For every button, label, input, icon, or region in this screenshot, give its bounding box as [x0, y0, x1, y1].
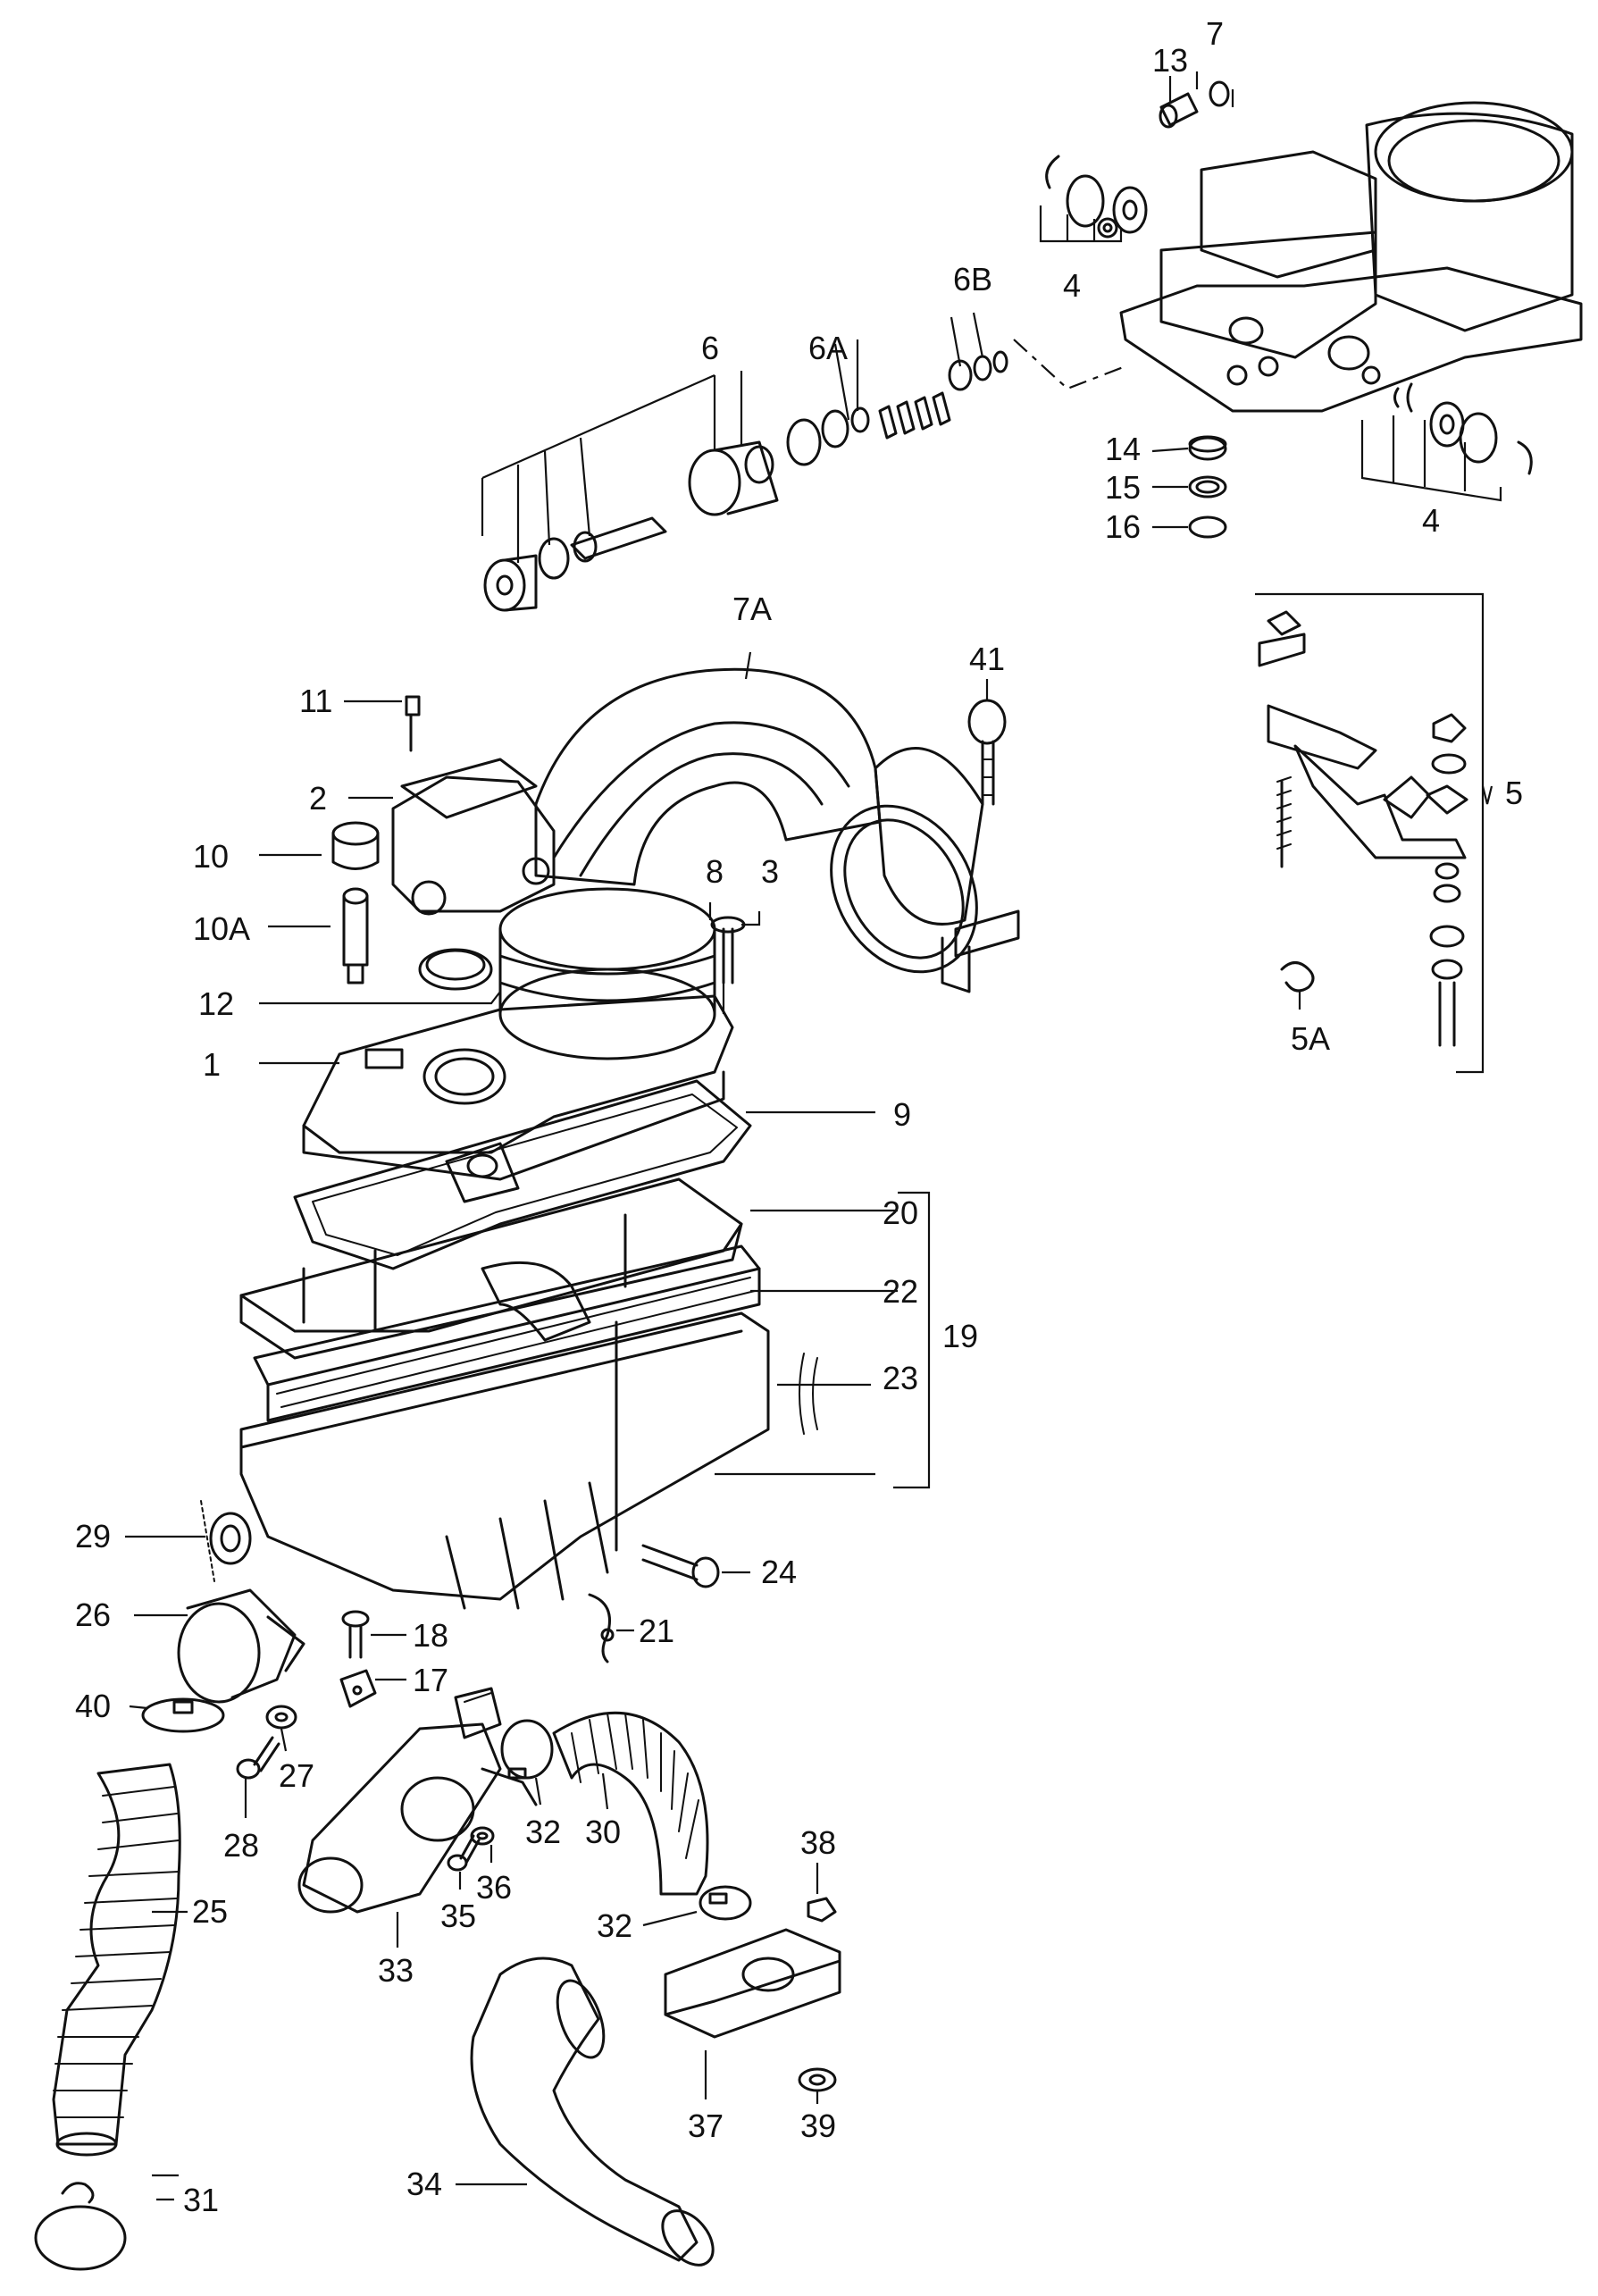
air-filter-upper-housing: [302, 994, 734, 1203]
bearing-set-lower: [1361, 365, 1533, 475]
bracket-17: [339, 1669, 377, 1708]
callout-24: 24: [761, 1554, 797, 1590]
callout-34: 34: [406, 2166, 442, 2202]
callout-labels: 1 2 3 4 4 5 5A 6 6A 6B 7 7A 8 9 10 10A 1…: [75, 15, 1523, 2218]
callout-1: 1: [203, 1046, 221, 1083]
callout-5A: 5A: [1291, 1020, 1330, 1057]
callout-6B: 6B: [953, 261, 992, 297]
valve-assembly: [297, 1687, 538, 1914]
leader-lines: [125, 71, 1502, 2201]
callout-39: 39: [800, 2107, 836, 2144]
intake-pipe-34: [470, 1957, 715, 2267]
callout-15: 15: [1105, 469, 1141, 506]
callout-5: 5: [1505, 775, 1523, 811]
callout-18: 18: [413, 1617, 448, 1654]
grommet: [200, 1500, 252, 1582]
intake-elbow: [177, 1588, 305, 1704]
callout-8: 8: [706, 853, 724, 890]
callout-32-upper: 32: [525, 1814, 561, 1850]
cap-41: [967, 699, 1007, 806]
hose-clamp-32-lower: [699, 1885, 752, 1921]
screw-18: [341, 1610, 370, 1659]
washer-36: [470, 1826, 495, 1846]
corrugated-hose-25: [52, 1763, 181, 2157]
callout-10A: 10A: [193, 910, 250, 947]
callout-22: 22: [883, 1273, 918, 1310]
washer-39: [798, 2067, 837, 2092]
callout-11: 11: [299, 683, 332, 719]
callout-38: 38: [800, 1824, 836, 1861]
washer-27: [265, 1705, 297, 1730]
callout-4-upper: 4: [1063, 267, 1081, 304]
callout-14: 14: [1105, 431, 1141, 467]
intake-hose: [534, 667, 1020, 993]
gasket: [293, 1079, 752, 1270]
callout-3: 3: [761, 853, 779, 890]
clip: [588, 1593, 615, 1663]
callout-41: 41: [969, 641, 1005, 677]
callout-2: 2: [309, 780, 327, 817]
callout-6A: 6A: [808, 330, 848, 366]
retaining-hook: [34, 2182, 127, 2271]
callout-30: 30: [585, 1814, 621, 1850]
callout-4-lower: 4: [1422, 502, 1440, 539]
callout-40: 40: [75, 1688, 111, 1724]
callout-12: 12: [198, 985, 234, 1022]
air-filter-lower-housing: [239, 1311, 818, 1610]
filter-element: [253, 1244, 761, 1422]
callout-27: 27: [279, 1757, 314, 1794]
callout-6: 6: [701, 330, 719, 366]
callout-17: 17: [413, 1662, 448, 1698]
mounting-bracket-37: [664, 1928, 841, 2039]
hose-clamp-32-upper: [500, 1719, 554, 1780]
callout-7A: 7A: [732, 591, 772, 627]
throttle-body-top: [1119, 101, 1583, 413]
hose-clamp-40: [141, 1697, 225, 1733]
callout-32-lower: 32: [597, 1907, 632, 1944]
callout-13: 13: [1152, 42, 1188, 79]
callout-31: 31: [183, 2182, 219, 2218]
callout-28: 28: [223, 1827, 259, 1864]
callout-36: 36: [476, 1869, 512, 1906]
callout-37: 37: [688, 2107, 724, 2144]
callout-23: 23: [883, 1360, 918, 1396]
callout-10: 10: [193, 838, 229, 875]
seal-ring-and-sleeve: [418, 887, 746, 1060]
corrugated-hose-30: [552, 1711, 709, 1896]
bearing-set-upper: [1045, 155, 1148, 239]
callout-9: 9: [893, 1096, 911, 1133]
clip-5A: [1280, 961, 1315, 993]
screw-and-washer-top: [1159, 80, 1230, 129]
callout-21: 21: [639, 1613, 674, 1649]
bracket-assembly-5: [1258, 610, 1468, 1047]
nut-38: [807, 1897, 837, 1923]
callout-29: 29: [75, 1518, 111, 1554]
seals-14-16: [1188, 435, 1227, 539]
callout-19: 19: [942, 1318, 978, 1354]
shaft-assembly: [483, 350, 1008, 612]
callout-20: 20: [883, 1194, 918, 1231]
throttle-valve-housing: [331, 695, 556, 985]
callout-35: 35: [440, 1898, 476, 1934]
callout-7: 7: [1206, 15, 1224, 52]
callout-16: 16: [1105, 508, 1141, 545]
bolt-long: [615, 1320, 720, 1588]
screw-28: [236, 1736, 280, 1780]
callout-25: 25: [192, 1893, 228, 1930]
callout-33: 33: [378, 1952, 414, 1989]
callout-26: 26: [75, 1596, 111, 1633]
